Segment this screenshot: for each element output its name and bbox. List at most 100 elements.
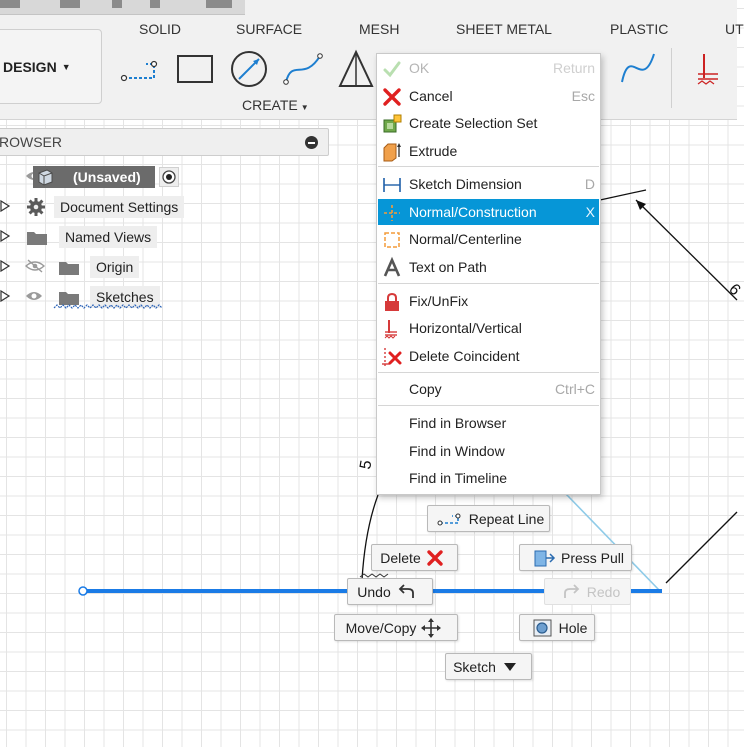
menu-item-normal-construction[interactable]: Normal/Construction X (378, 199, 599, 225)
visibility-eye-icon[interactable] (25, 289, 43, 303)
line-endpoint[interactable] (78, 586, 88, 596)
menu-item-label: Copy (409, 381, 442, 397)
delete-button[interactable]: Delete (371, 544, 458, 571)
workspace-label: DESIGN (3, 58, 57, 75)
folder-icon (59, 262, 79, 275)
menu-item-find-in-browser[interactable]: Find in Browser (378, 410, 599, 436)
context-menu: OK Return Cancel Esc Create Selection Se… (376, 53, 601, 495)
redo-button[interactable]: Redo (544, 578, 631, 605)
lock-icon (385, 292, 399, 311)
menu-item-label: Cancel (409, 88, 453, 104)
modified-indicator (53, 304, 163, 309)
menu-item-label: Find in Browser (409, 415, 507, 431)
circle-icon[interactable] (228, 48, 270, 90)
hole-button[interactable]: Hole (519, 614, 595, 641)
menu-item-extrude[interactable]: Extrude (378, 138, 599, 164)
workspace-tabs: SOLID SURFACE MESH SHEET METAL PLASTIC U… (0, 21, 744, 41)
press-pull-button[interactable]: Press Pull (519, 544, 632, 571)
spline-icon[interactable] (282, 48, 324, 90)
conic-icon[interactable] (616, 48, 658, 90)
selection-set-icon (383, 114, 402, 133)
menu-item-delete-coincident[interactable]: Delete Coincident (378, 343, 599, 369)
menu-item-label: Extrude (409, 143, 458, 159)
browser-row-document-settings[interactable]: Document Settings (0, 194, 200, 220)
move-arrows-icon (421, 617, 442, 638)
repeat-line-button[interactable]: Repeat Line (427, 505, 550, 532)
menu-separator (378, 405, 599, 406)
centerline-icon (384, 232, 400, 248)
menu-item-fix-unfix[interactable]: Fix/UnFix (378, 288, 599, 314)
undo-quick-icon[interactable] (112, 0, 122, 8)
expand-triangle-icon[interactable] (0, 259, 11, 273)
browser-row-sketches[interactable]: Sketches (0, 284, 200, 310)
dimension-line-lower[interactable] (665, 511, 738, 584)
menu-item-horizontal-vertical[interactable]: Horizontal/Vertical (378, 315, 599, 341)
dimension-text-left: 5 (357, 459, 375, 471)
tab-sheet-metal[interactable]: SHEET METAL (456, 21, 552, 37)
menu-item-create-selection-set[interactable]: Create Selection Set (378, 110, 599, 136)
dimension-arrowhead (636, 200, 646, 210)
browser-row-origin[interactable]: Origin (0, 254, 200, 280)
menu-item-copy[interactable]: Copy Ctrl+C (378, 376, 599, 402)
activate-radio-icon[interactable] (159, 167, 179, 187)
gear-icon (27, 198, 45, 216)
press-pull-label: Press Pull (560, 549, 625, 566)
menu-item-shortcut: Esc (571, 88, 595, 104)
sketch-dimension-icon (383, 178, 401, 192)
caret-down-icon: ▼ (61, 61, 71, 72)
hidden-eye-icon[interactable] (24, 259, 46, 273)
menu-item-ok[interactable]: OK Return (378, 55, 599, 81)
folder-icon (27, 232, 47, 245)
sketch-menu-button[interactable]: Sketch (445, 653, 532, 680)
repeat-line-icon (437, 513, 461, 525)
menu-item-shortcut: Return (552, 60, 595, 76)
menu-item-label: Text on Path (409, 259, 487, 275)
dimension-line-right[interactable] (635, 199, 738, 301)
home-icon[interactable] (206, 0, 232, 8)
undo-label: Undo (357, 583, 391, 600)
rectangle-icon[interactable] (174, 48, 216, 90)
menu-item-text-on-path[interactable]: Text on Path (378, 254, 599, 280)
expand-triangle-icon[interactable] (0, 229, 11, 243)
tab-plastic[interactable]: PLASTIC (610, 21, 669, 37)
expand-triangle-icon[interactable] (0, 289, 11, 303)
menu-item-label: Create Selection Set (409, 115, 538, 131)
menu-item-cancel[interactable]: Cancel Esc (378, 83, 599, 109)
tab-solid[interactable]: SOLID (139, 21, 182, 37)
menu-item-find-in-window[interactable]: Find in Window (378, 438, 599, 464)
undo-button[interactable]: Undo (347, 578, 433, 605)
redo-arrow-icon (563, 583, 580, 598)
create-menu[interactable]: CREATE▼ (242, 97, 309, 113)
tab-surface[interactable]: SURFACE (236, 21, 303, 37)
triangle-icon[interactable] (334, 48, 376, 90)
menu-item-label: Fix/UnFix (409, 293, 469, 309)
dimension-arc[interactable] (361, 494, 379, 581)
delete-x-icon (427, 549, 443, 566)
construction-line[interactable] (565, 493, 661, 592)
menu-item-label: Sketch Dimension (409, 176, 522, 192)
redo-label: Redo (586, 583, 621, 600)
tab-mesh[interactable]: MESH (359, 21, 400, 37)
browser-row-named-views[interactable]: Named Views (0, 224, 200, 250)
create-label: CREATE (242, 97, 298, 113)
workspace-switcher[interactable]: DESIGN ▼ (0, 29, 102, 104)
tab-utilities[interactable]: UT (725, 21, 744, 37)
file-icon[interactable] (0, 0, 20, 8)
center-rectangle-icon[interactable] (120, 48, 162, 90)
redo-quick-icon[interactable] (150, 0, 160, 8)
check-icon (383, 61, 401, 78)
browser-item-unsaved[interactable]: (Unsaved) (33, 166, 155, 188)
menu-item-normal-centerline[interactable]: Normal/Centerline (378, 226, 599, 252)
move-copy-button[interactable]: Move/Copy (334, 614, 458, 641)
construction-icon (384, 205, 400, 221)
browser-header: ROWSER (0, 128, 329, 156)
sketch-label: Sketch (453, 658, 496, 675)
menu-item-sketch-dimension[interactable]: Sketch Dimension D (378, 171, 599, 197)
collapse-browser-icon[interactable] (305, 136, 318, 149)
constraint-icon[interactable] (694, 52, 724, 88)
expand-triangle-icon[interactable] (0, 199, 11, 213)
menu-item-label: Normal/Centerline (409, 231, 522, 247)
browser-item-label: (Unsaved) (73, 169, 141, 185)
menu-item-find-in-timeline[interactable]: Find in Timeline (378, 465, 599, 491)
save-icon[interactable] (60, 0, 80, 8)
